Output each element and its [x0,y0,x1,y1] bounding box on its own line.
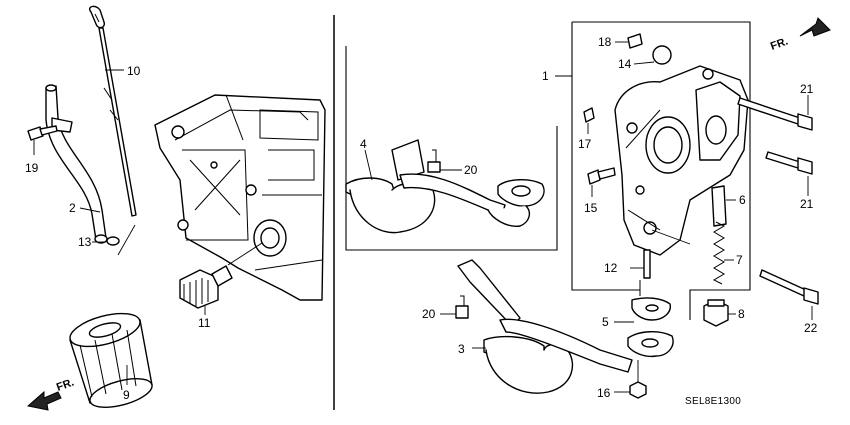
callout-20-lower: 20 [422,307,436,321]
front-arrow-top [799,17,831,37]
bolt-20-lower [455,295,469,319]
strainer-lower [457,259,674,394]
leader-10-tip [117,224,136,256]
pump-box [571,21,751,320]
callout-1: 1 [542,69,549,83]
callout-22: 22 [804,321,818,335]
callout-5: 5 [602,315,609,329]
callout-14: 14 [618,57,632,71]
o-ring-13 [106,236,120,246]
callout-3: 3 [458,342,465,356]
strainer-inset [345,139,545,234]
diagram-code: SEL8E1300 [685,396,741,407]
callout-19: 19 [25,161,39,175]
callout-18: 18 [598,35,612,49]
dipstick [89,5,137,217]
bolt-21-top [737,97,813,131]
leader-14 [633,61,655,65]
leader-11-b [227,242,263,266]
bolt-19 [27,125,58,141]
callout-11: 11 [198,316,211,330]
engine-block [154,94,326,301]
callout-21-bottom: 21 [800,197,814,211]
oil-filter-9 [69,312,153,408]
bolt-21-bottom [765,151,813,175]
callout-16: 16 [597,386,611,400]
callout-9: 9 [123,388,130,402]
screw-15 [587,167,616,185]
dipstick-tube [45,84,108,244]
callout-15: 15 [584,201,598,215]
bolt-20-inset [427,149,441,173]
bolt-22 [759,269,819,305]
callout-7: 7 [736,253,743,267]
callout-20-inset: 20 [464,163,478,177]
callout-13: 13 [78,235,92,249]
o-ring-14 [652,45,672,65]
callout-4: 4 [360,137,367,151]
fr-label-bottom: FR. [55,376,76,393]
leader-4 [364,149,373,181]
callout-6: 6 [739,193,746,207]
nut-16 [629,381,647,399]
pin-17 [583,107,595,123]
pin-12 [643,249,651,279]
inset-box [345,46,558,251]
oil-switch-11 [179,265,233,309]
callout-17: 17 [578,137,592,151]
callout-10: 10 [127,64,141,78]
spring-7 [712,221,726,285]
fr-label-top: FR. [769,35,790,52]
callout-2: 2 [69,201,76,215]
front-arrow-bottom [26,390,62,411]
oil-pump-body [614,65,749,256]
callout-12: 12 [604,261,618,275]
callout-21-top: 21 [800,82,814,96]
leader-2 [79,207,101,213]
callout-8: 8 [738,307,745,321]
leader-pump [651,229,691,245]
seal-18 [627,33,643,49]
plug-8 [703,299,729,327]
sleeve-6 [711,185,727,227]
